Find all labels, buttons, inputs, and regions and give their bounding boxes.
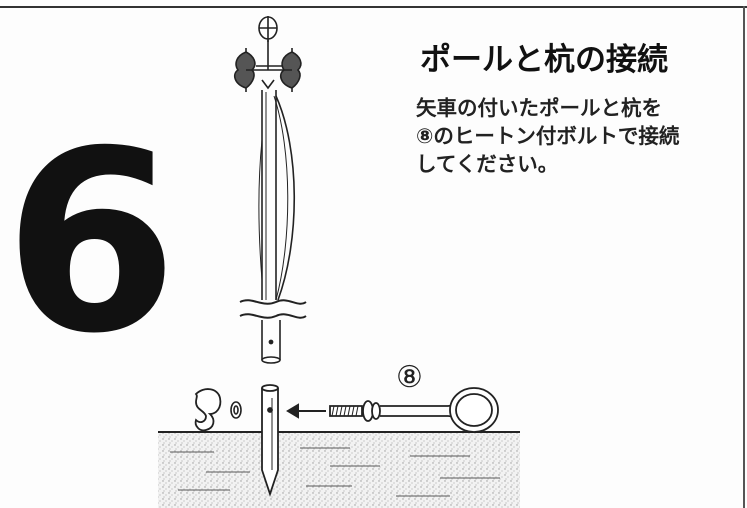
instruction-line: ⑧のヒートン付ボルトで接続 <box>416 124 680 148</box>
part-number-label: ⑧ <box>396 360 423 395</box>
instruction-line: してください。 <box>416 152 559 176</box>
pole-with-pinwheels <box>233 16 307 364</box>
step-instruction: 矢車の付いたポールと杭を ⑧のヒートン付ボルトで接続 してください。 <box>416 94 738 178</box>
frame-right-border <box>743 6 745 508</box>
washer-icon <box>230 401 242 419</box>
ground-stake <box>261 384 279 497</box>
ground <box>158 431 520 508</box>
eye-bolt-icon <box>329 387 499 433</box>
left-pinwheel-icon <box>233 48 268 92</box>
right-pinwheel-icon <box>268 48 302 92</box>
step-number: 6 <box>4 97 178 388</box>
step-title: ポールと杭の接続 <box>420 42 668 78</box>
frame-top-border <box>0 6 747 8</box>
top-pinwheel-icon <box>258 16 278 42</box>
wing-nut-icon <box>194 388 222 432</box>
instruction-line: 矢車の付いたポールと杭を <box>416 96 662 120</box>
insert-arrow-icon <box>286 403 326 419</box>
